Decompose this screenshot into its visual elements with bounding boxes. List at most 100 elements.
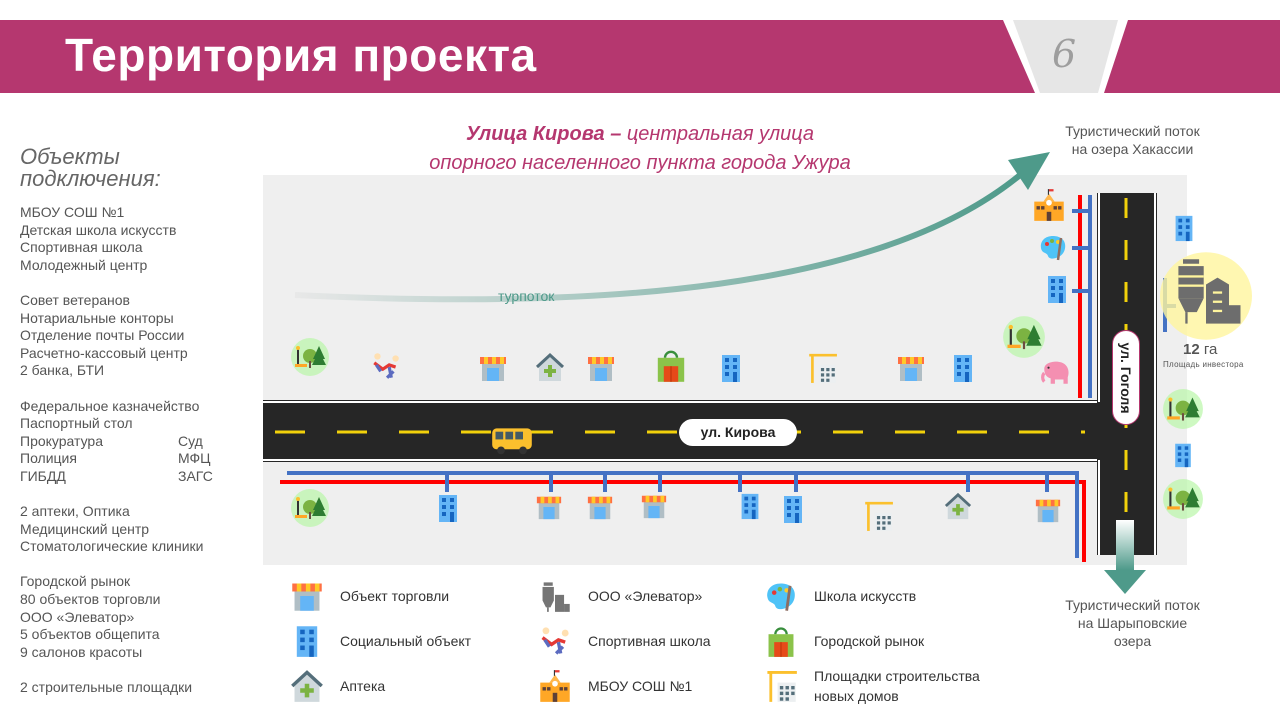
list-item-text: Отделение почты России bbox=[20, 327, 185, 344]
list-item: ГИБДД ЗАГС bbox=[20, 467, 213, 486]
legend-item: ООО «Элеватор» bbox=[538, 578, 702, 614]
list-item-text: 80 объектов торговли bbox=[20, 591, 161, 608]
tour-flow-top-label: Туристический поток на озера Хакассии bbox=[1040, 122, 1225, 158]
caption-line: на озера Хакассии bbox=[1071, 141, 1194, 157]
social-icon bbox=[741, 493, 759, 520]
list-item: Расчетно-кассовый центр bbox=[20, 345, 204, 363]
shop-icon bbox=[536, 496, 562, 520]
legend-item: Социальный объект bbox=[290, 623, 471, 659]
legend-item: Городской рынок bbox=[764, 623, 924, 659]
social-icon bbox=[1175, 215, 1193, 242]
list-item-text: Паспортный стол bbox=[20, 415, 133, 432]
legend-item: Спортивная школа bbox=[538, 623, 711, 659]
list-item-text: Детская школа искусств bbox=[20, 221, 177, 238]
social-icon bbox=[954, 355, 972, 382]
list-item-text: МФЦ bbox=[178, 450, 211, 467]
list-item-text: Стоматологические клиники bbox=[20, 538, 204, 555]
shop-icon bbox=[588, 357, 614, 381]
market-icon bbox=[767, 627, 795, 658]
area-unit: га bbox=[1203, 341, 1218, 358]
list-item-text: 2 строительные площадки bbox=[20, 679, 193, 696]
legend: Объект торговли ООО «Элеватор» Школа искус… bbox=[290, 578, 1030, 708]
legend-label: Площадки строительства новых домов bbox=[814, 668, 980, 704]
street-label-kirova: ул. Кирова bbox=[679, 419, 797, 446]
construction-icon bbox=[765, 670, 798, 703]
legend-item: Объект торговли bbox=[290, 578, 449, 614]
subtitle: Улица Кирова – центральная улица опорног… bbox=[330, 120, 950, 178]
shop-icon bbox=[898, 357, 924, 381]
caption-line: озера bbox=[1113, 633, 1152, 649]
social-icon bbox=[296, 626, 318, 657]
shop-icon bbox=[641, 495, 667, 519]
legend-item: Аптека bbox=[290, 668, 385, 704]
tour-flow-down-arrow bbox=[1116, 520, 1134, 570]
subtitle-line2: опорного населенного пункта города Ужура bbox=[429, 152, 851, 174]
pharmacy-icon bbox=[944, 493, 972, 520]
road-edge bbox=[263, 401, 1097, 461]
park-icon bbox=[1003, 316, 1045, 358]
elevator-icon bbox=[542, 582, 570, 612]
shop-icon bbox=[480, 357, 506, 381]
left-heading-line: подключения: bbox=[20, 166, 161, 191]
list-item-text: Прокуратура bbox=[20, 432, 104, 449]
street-label-gogolya: ул. Гоголя bbox=[1118, 342, 1134, 413]
list-item: Отделение почты России bbox=[20, 327, 204, 345]
list-item: Спортивная школа bbox=[20, 239, 204, 257]
list-item-text: Спортивная школа bbox=[20, 239, 143, 256]
elevbig-icon bbox=[1160, 252, 1252, 340]
list-item: Стоматологические клиники bbox=[20, 538, 204, 556]
construction-icon bbox=[863, 501, 894, 532]
list-item-text: Молодежный центр bbox=[20, 256, 148, 273]
market-icon bbox=[656, 350, 686, 383]
social-icon bbox=[722, 355, 740, 382]
pipe-connector bbox=[1072, 209, 1176, 332]
flow-label: турпоток bbox=[498, 288, 555, 304]
list-item: МБОУ СОШ №1 bbox=[20, 204, 204, 222]
subtitle-bold: Улица Кирова – bbox=[465, 123, 622, 145]
park-icon bbox=[1163, 389, 1203, 429]
list-item-text: ЗАГС bbox=[178, 467, 213, 484]
social-icon bbox=[784, 496, 802, 523]
legend-item: Школа искусств bbox=[764, 578, 916, 614]
list-item: Детская школа искусств bbox=[20, 222, 204, 240]
page-title: Территория проекта bbox=[65, 29, 537, 81]
legend-label: Спортивная школа bbox=[588, 633, 711, 649]
list-item: Молодежный центр bbox=[20, 257, 204, 275]
street-label-gogolya-pill: ул. Гоголя bbox=[1112, 330, 1140, 425]
investor-area-label: Площадь инвестора bbox=[1163, 360, 1244, 369]
page-number: 6 bbox=[1052, 32, 1077, 76]
list-item-text: Медицинский центр bbox=[20, 520, 150, 537]
park-icon bbox=[1163, 479, 1203, 519]
list-item: Прокуратура Суд bbox=[20, 433, 204, 451]
list-item-text: Федеральное казначейство bbox=[20, 397, 200, 414]
list-item-text: ГИБДД bbox=[20, 467, 66, 484]
park-icon bbox=[291, 489, 329, 527]
shop-icon bbox=[1035, 499, 1061, 523]
legend-label: Социальный объект bbox=[340, 633, 472, 649]
shop-icon bbox=[587, 496, 613, 520]
area-value: 12 bbox=[1183, 341, 1200, 358]
school-icon bbox=[540, 670, 570, 702]
list-item-text: МБОУ СОШ №1 bbox=[20, 204, 125, 220]
list-item-text: Суд bbox=[178, 432, 203, 449]
tour-flow-arrow bbox=[294, 172, 1022, 303]
list-item-text: 9 салонов красоты bbox=[20, 643, 143, 660]
left-heading: Объекты подключения: bbox=[20, 146, 161, 190]
caption-line: Туристический поток bbox=[1065, 123, 1200, 139]
social-icon bbox=[1048, 276, 1066, 303]
legend-label: МБОУ СОШ №1 bbox=[588, 678, 693, 694]
list-item-text: 2 аптеки, Оптика bbox=[20, 503, 130, 520]
art-icon bbox=[765, 582, 797, 613]
sport-icon bbox=[540, 625, 571, 656]
list-item-text: Совет ветеранов bbox=[20, 291, 130, 308]
legend-label: Школа искусств bbox=[814, 588, 917, 604]
list-item-text: Нотариальные конторы bbox=[20, 309, 174, 326]
list-item: Медицинский центр bbox=[20, 521, 204, 539]
list-item: Городской рынок bbox=[20, 573, 204, 591]
pharmacy-icon bbox=[290, 670, 324, 703]
subtitle-rest: центральная улица bbox=[621, 123, 815, 145]
list-item: Совет ветеранов bbox=[20, 292, 204, 310]
list-item-text: 5 объектов общепита bbox=[20, 626, 160, 643]
arrow-head-icon bbox=[1008, 152, 1050, 190]
